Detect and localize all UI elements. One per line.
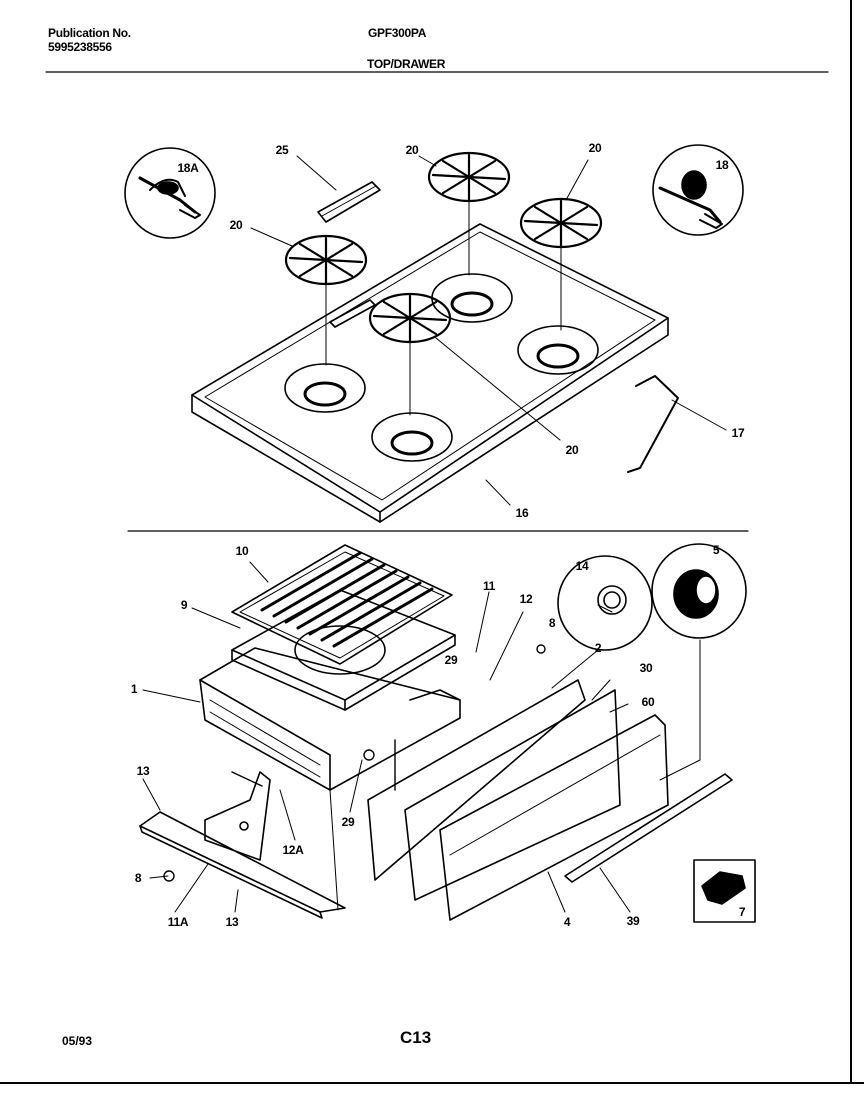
callout-11: 11: [482, 579, 496, 593]
detail-7-box: [693, 859, 756, 923]
callout-11A: 11A: [167, 915, 189, 929]
callout-1: 1: [130, 682, 138, 696]
model-number: GPF300PA: [368, 26, 427, 40]
drawer-front-panels: [367, 679, 669, 921]
footer-page-number: C13: [400, 1028, 432, 1047]
callout-39: 39: [626, 914, 640, 928]
drawer-body-1: [199, 647, 461, 791]
detail-18A-circle: [124, 147, 216, 239]
callout-4: 4: [563, 915, 571, 929]
grate-drop-lines: [325, 200, 562, 416]
handle-39: [564, 773, 733, 883]
callout-16: 16: [515, 506, 529, 520]
detail-14-circle: [557, 555, 653, 651]
footer-date: 05/93: [62, 1034, 93, 1048]
callout-8-upper: 8: [548, 616, 556, 630]
callout-29-upper: 29: [444, 653, 458, 667]
broiler-pan-10: [231, 544, 453, 665]
part-25: [317, 181, 381, 223]
callout-20-top: 20: [405, 143, 419, 157]
callout-8-lower: 8: [134, 871, 142, 885]
callout-12: 12: [519, 592, 533, 606]
callout-30: 30: [639, 661, 653, 675]
side-rail-11-13: [139, 771, 346, 919]
right-edge-mark: [850, 0, 864, 1098]
publication-label: Publication No.: [48, 26, 131, 40]
callout-18A: 18A: [177, 161, 199, 175]
detail-5-circle: [651, 543, 747, 639]
section-title: TOP/DRAWER: [367, 57, 446, 71]
callout-12A: 12A: [282, 843, 304, 857]
fasteners: [163, 644, 546, 882]
callout-13-lower: 13: [225, 915, 239, 929]
callout-20-bottom: 20: [565, 443, 579, 457]
bottom-edge-mark: [0, 1082, 864, 1100]
broiler-pan-9: [231, 589, 456, 711]
callout-10: 10: [235, 544, 249, 558]
callout-14: 14: [575, 559, 589, 573]
callout-18: 18: [715, 158, 729, 172]
callout-13-upper: 13: [136, 764, 150, 778]
grates-20: [284, 151, 603, 344]
callout-29-lower: 29: [341, 815, 355, 829]
callout-20-right: 20: [588, 141, 602, 155]
callout-20-left: 20: [229, 218, 243, 232]
detail-18-circle: [652, 144, 744, 236]
cooktop-16: [191, 223, 669, 523]
leaders-top: [250, 155, 727, 506]
callout-9: 9: [180, 598, 188, 612]
callout-60: 60: [641, 695, 655, 709]
callout-25: 25: [275, 143, 289, 157]
part-17: [627, 375, 679, 473]
publication-number: 5995238556: [48, 40, 112, 54]
callout-7: 7: [738, 905, 746, 919]
leaders-bottom: [142, 561, 701, 913]
callout-2: 2: [594, 641, 602, 655]
callout-5: 5: [712, 543, 720, 557]
callout-17: 17: [731, 426, 745, 440]
